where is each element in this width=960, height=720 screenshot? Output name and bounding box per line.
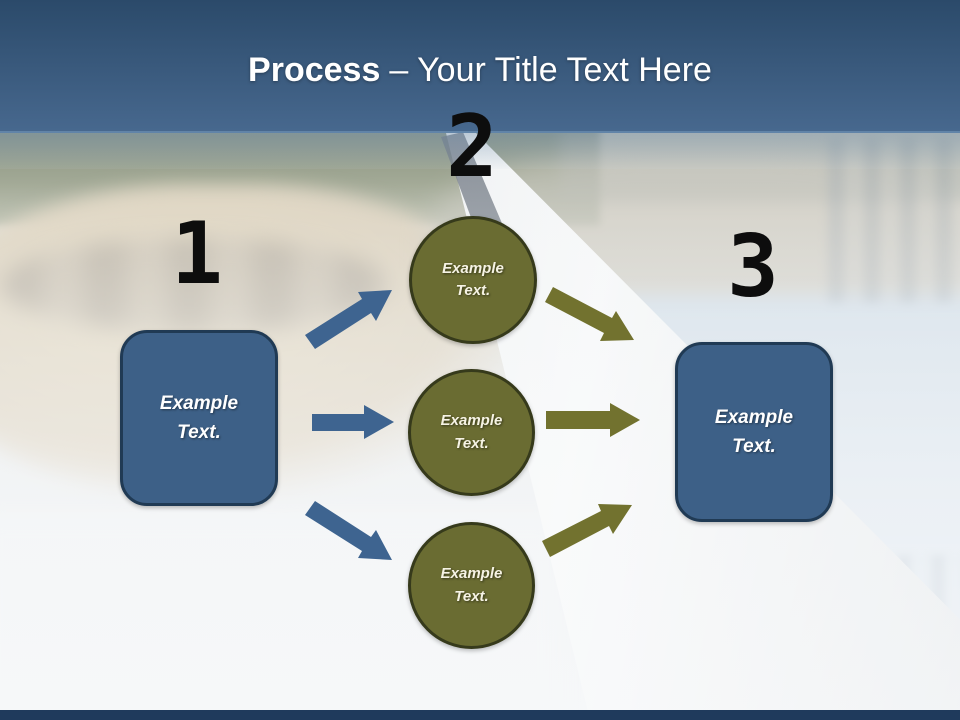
process-circle-bottom: Example Text. (408, 522, 535, 649)
process-circle-middle: Example Text. (408, 369, 535, 496)
slide-title-emphasis: Process (248, 51, 381, 89)
title-bar (0, 0, 960, 133)
slide-title: Process– Your Title Text Here (0, 50, 960, 91)
bottom-accent-bar (0, 710, 960, 720)
process-circle-top: Example Text. (409, 216, 537, 344)
process-box-right: Example Text. (675, 342, 833, 522)
process-box-right-label: Example Text. (714, 406, 794, 457)
process-circle-bottom-label: Example Text. (440, 565, 503, 605)
slide-title-rest: – Your Title Text Here (389, 51, 712, 89)
process-circle-middle-label: Example Text. (440, 412, 503, 452)
process-box-left-label: Example Text. (159, 392, 239, 443)
step-number-1: 1 (171, 204, 223, 304)
process-box-left: Example Text. (120, 330, 278, 506)
step-number-3: 3 (727, 217, 779, 317)
title-bar-fade (0, 133, 960, 169)
step-number-2: 2 (446, 97, 498, 197)
process-circle-top-label: Example Text. (442, 259, 504, 300)
